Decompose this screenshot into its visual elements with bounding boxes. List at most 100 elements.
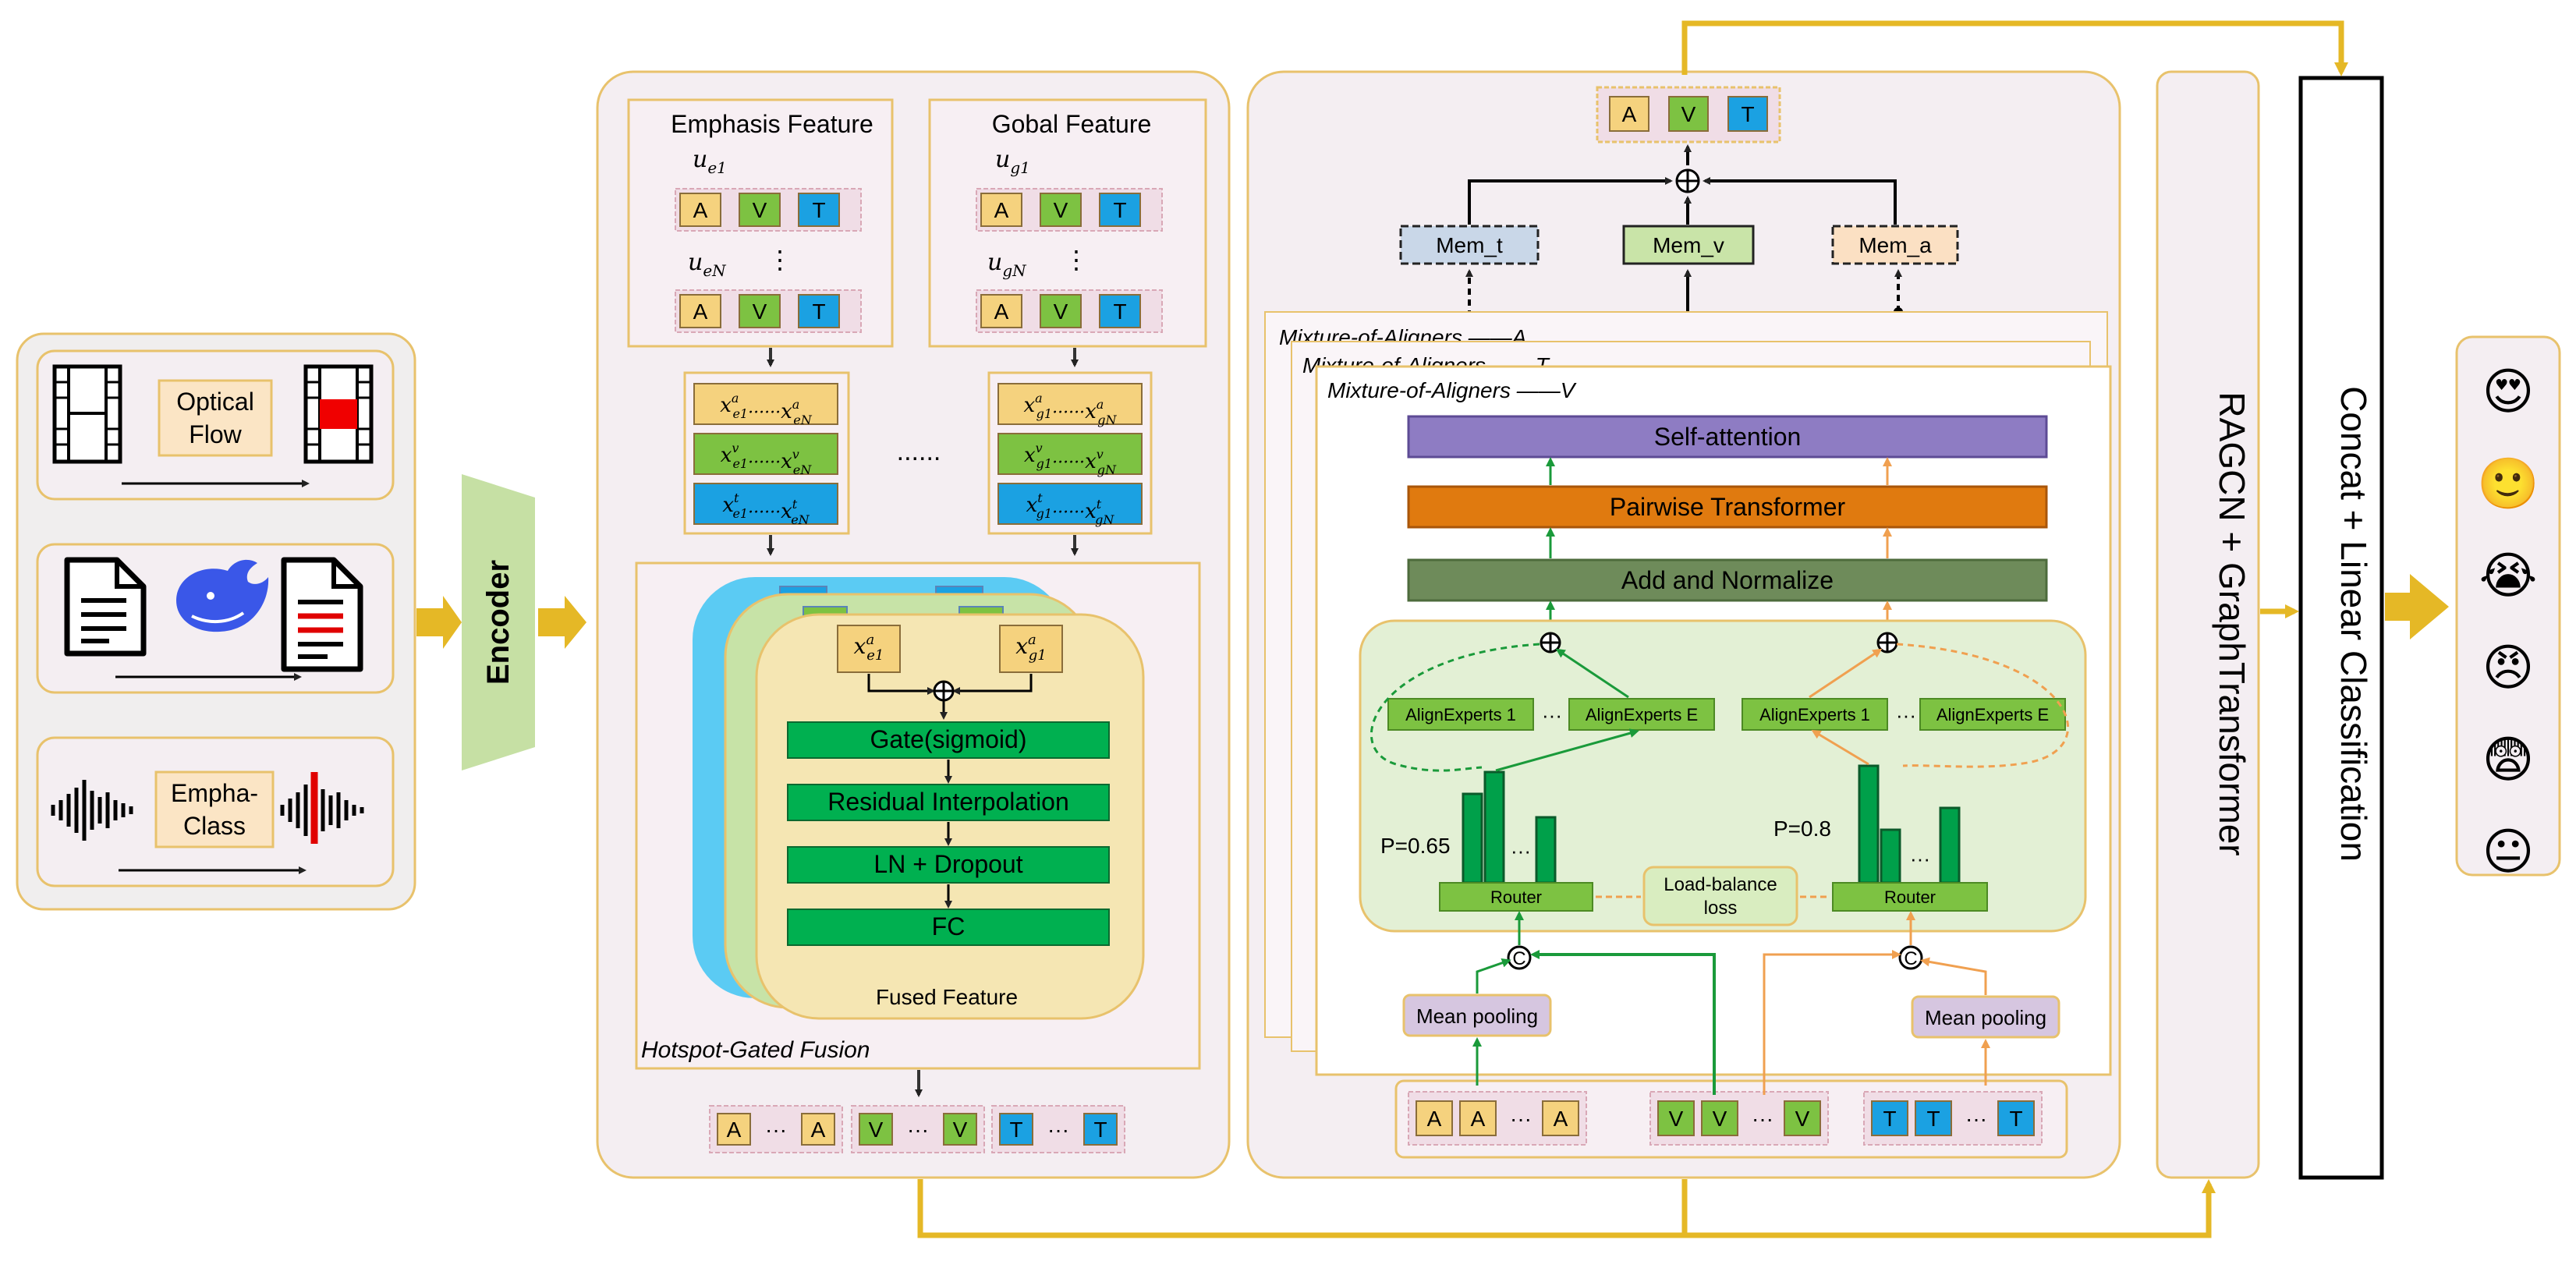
token-box-t: [1099, 294, 1141, 328]
waveform-icon: [51, 780, 133, 841]
emotion-icon: 😭: [2479, 547, 2538, 605]
audio-caption-line2: Class: [183, 812, 246, 840]
gate-step-label: FC: [932, 912, 966, 940]
token-box-t: [1727, 96, 1768, 132]
output-token-label: V: [953, 1118, 968, 1142]
input-token-label: T: [2009, 1107, 2022, 1131]
mem-t-label: Mem_t: [1436, 233, 1503, 257]
input-token: [1542, 1100, 1579, 1136]
load-balance-line1: Load-balance: [1664, 874, 1777, 895]
input-token: [1784, 1100, 1821, 1136]
token-box-t: [1099, 193, 1141, 227]
token-label: T: [812, 198, 825, 222]
gate-step-label: LN + Dropout: [873, 850, 1022, 878]
router-bars-left: [1462, 770, 1557, 884]
arrow-from-encoder: [538, 596, 586, 649]
encoder-label: Encoder: [481, 560, 516, 685]
input-token-label: T: [1883, 1107, 1896, 1131]
arrow-to-encoder: [416, 596, 462, 649]
token-label: T: [1741, 102, 1754, 126]
input-token-label: T: [1926, 1107, 1940, 1131]
input-token-label: A: [1471, 1107, 1486, 1131]
mean-pooling-right: Mean pooling: [1925, 1006, 2046, 1029]
emotion-icon: 🙂: [2477, 455, 2539, 513]
emotion-panel: 😍🙂😭😠😨😐: [2455, 335, 2561, 881]
sequence-row: [693, 483, 838, 525]
token-box-a: [679, 193, 721, 227]
token-label: A: [994, 299, 1009, 324]
moa-layer-title-v: Mixture-of-Aligners ——V: [1327, 378, 1577, 402]
prob-left: P=0.65: [1380, 834, 1451, 858]
input-token-label: A: [1427, 1107, 1442, 1131]
input-token: [1657, 1100, 1695, 1136]
emotion-icon: 😨: [2482, 731, 2535, 789]
token-box-v: [739, 294, 781, 328]
output-token: [943, 1113, 977, 1146]
token-label: A: [693, 299, 708, 324]
output-token-label: V: [869, 1118, 884, 1142]
input-token: [1915, 1100, 1952, 1136]
router-right-label: Router: [1884, 887, 1936, 907]
input-token-label: A: [1554, 1107, 1568, 1131]
token-box-a: [1609, 96, 1649, 132]
global-u-last: ugN: [987, 249, 1027, 280]
waveform-highlighted-icon: [280, 772, 364, 844]
token-label: V: [753, 198, 767, 222]
hotspot-gated-fusion-caption: Hotspot-Gated Fusion: [641, 1037, 870, 1063]
output-token-dots: ···: [765, 1118, 787, 1142]
global-u-first: ug1: [995, 146, 1030, 177]
emotion-icon: 😍: [2482, 363, 2535, 421]
expert-right-dots: ···: [1896, 703, 1916, 727]
self-attention-label: Self-attention: [1654, 423, 1802, 451]
svg-text:ueN: ueN: [688, 249, 727, 280]
video-branch: Optical Flow: [36, 349, 395, 501]
token-label: V: [1054, 299, 1068, 324]
input-token: [1459, 1100, 1497, 1136]
input-token: [1416, 1100, 1453, 1136]
sequence-row: [997, 433, 1143, 475]
concat-label: Concat + Linear Classification: [2333, 386, 2374, 862]
token-label: A: [693, 198, 708, 222]
expert-right-first: AlignExperts 1: [1759, 705, 1870, 724]
input-token-label: V: [1795, 1107, 1810, 1131]
output-token-label: A: [811, 1118, 826, 1142]
svg-text:ue1: ue1: [693, 146, 727, 177]
expert-left-last: AlignExperts E: [1586, 705, 1698, 724]
output-token: [717, 1113, 751, 1146]
fused-feature-label: Fused Feature: [876, 985, 1018, 1009]
emphasis-u-first: ue1: [693, 146, 727, 177]
token-box-t: [798, 294, 840, 328]
emotion-icon: 😠: [2482, 639, 2535, 697]
input-token-label: V: [1669, 1107, 1684, 1131]
input-panel: Optical Flow: [16, 332, 416, 911]
input-token-dots: ···: [1965, 1107, 1987, 1131]
gate-step-box: [787, 721, 1110, 759]
emphasis-vdots: ⋮: [767, 246, 792, 274]
input-token-dots: ···: [1510, 1107, 1532, 1131]
expert-left-first: AlignExperts 1: [1405, 705, 1516, 724]
load-balance-line2: loss: [1704, 898, 1738, 919]
token-box-v: [1040, 193, 1082, 227]
sequence-row: [693, 383, 838, 425]
ragcn-label: RAGCN + GraphTransformer: [2212, 391, 2252, 855]
token-label: A: [994, 198, 1009, 222]
input-token: [1997, 1100, 2035, 1136]
token-box-t: [798, 193, 840, 227]
output-token: [801, 1113, 835, 1146]
input-token-dots: ···: [1752, 1107, 1773, 1131]
output-token: [859, 1113, 893, 1146]
router-left-dots: ···: [1511, 839, 1531, 863]
token-label: A: [1622, 102, 1637, 126]
prob-right: P=0.8: [1773, 816, 1831, 841]
input-token-label: V: [1713, 1107, 1727, 1131]
input-token: [1701, 1100, 1738, 1136]
token-box-a: [980, 294, 1022, 328]
output-token: [1083, 1113, 1118, 1146]
sequence-row: [693, 433, 838, 475]
output-token-label: A: [727, 1118, 742, 1142]
